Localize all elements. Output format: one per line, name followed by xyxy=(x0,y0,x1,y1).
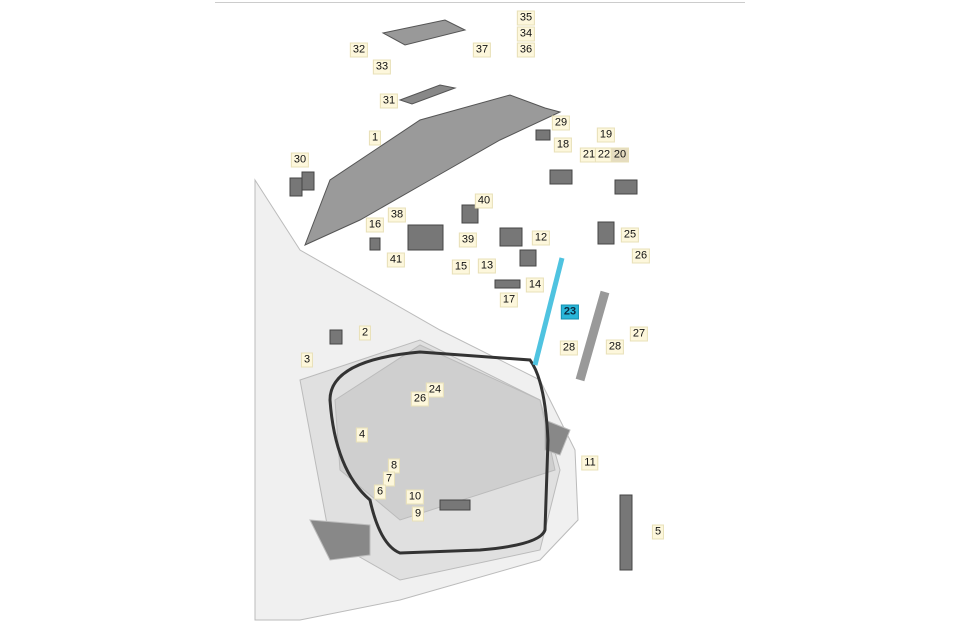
callout-14[interactable]: 14 xyxy=(525,277,545,293)
callout-37[interactable]: 37 xyxy=(472,42,492,58)
callout-15[interactable]: 15 xyxy=(451,259,471,275)
tailgate-seal xyxy=(328,350,550,555)
trim-strip xyxy=(398,84,457,105)
callout-31[interactable]: 31 xyxy=(379,93,399,109)
callout-26-lower[interactable]: 26 xyxy=(410,391,430,407)
callout-34[interactable]: 34 xyxy=(516,26,536,42)
callout-33[interactable]: 33 xyxy=(372,59,392,75)
callout-5[interactable]: 5 xyxy=(651,524,665,540)
callout-13[interactable]: 13 xyxy=(477,258,497,274)
callout-11[interactable]: 11 xyxy=(581,455,599,471)
callout-20[interactable]: 20 xyxy=(610,147,630,163)
callout-39[interactable]: 39 xyxy=(458,232,478,248)
callout-29[interactable]: 29 xyxy=(551,115,571,131)
callout-38[interactable]: 38 xyxy=(387,207,407,223)
callout-26[interactable]: 26 xyxy=(631,248,651,264)
callout-24[interactable]: 24 xyxy=(425,382,445,398)
callout-28-bracket[interactable]: 28 xyxy=(605,339,625,355)
callout-25[interactable]: 25 xyxy=(620,227,640,243)
callout-10[interactable]: 10 xyxy=(405,489,425,505)
callout-17[interactable]: 17 xyxy=(499,292,519,308)
callout-36[interactable]: 36 xyxy=(516,42,536,58)
callout-3[interactable]: 3 xyxy=(300,352,314,368)
callout-12[interactable]: 12 xyxy=(531,230,551,246)
callout-30[interactable]: 30 xyxy=(290,152,310,168)
callout-41[interactable]: 41 xyxy=(386,252,406,268)
callout-6[interactable]: 6 xyxy=(373,484,387,500)
callout-21[interactable]: 21 xyxy=(579,147,599,163)
gas-strut xyxy=(575,290,610,382)
tailgate-panel xyxy=(304,94,562,246)
frame-top-line xyxy=(215,2,745,3)
callout-9[interactable]: 9 xyxy=(411,506,425,522)
callout-40[interactable]: 40 xyxy=(474,193,494,209)
callout-23-highlighted[interactable]: 23 xyxy=(560,304,580,320)
callout-4[interactable]: 4 xyxy=(355,427,369,443)
callout-2[interactable]: 2 xyxy=(358,325,372,341)
license-plate xyxy=(381,19,467,46)
callout-27[interactable]: 27 xyxy=(629,326,649,342)
callout-19[interactable]: 19 xyxy=(596,127,616,143)
callout-35[interactable]: 35 xyxy=(516,10,536,26)
callout-1[interactable]: 1 xyxy=(368,130,382,146)
small-parts xyxy=(289,129,638,571)
gas-strut-highlighted xyxy=(532,257,565,366)
callout-32[interactable]: 32 xyxy=(349,42,369,58)
callout-18[interactable]: 18 xyxy=(553,137,573,153)
callout-28[interactable]: 28 xyxy=(559,340,579,356)
callout-16[interactable]: 16 xyxy=(365,217,385,233)
callout-7[interactable]: 7 xyxy=(382,471,396,487)
